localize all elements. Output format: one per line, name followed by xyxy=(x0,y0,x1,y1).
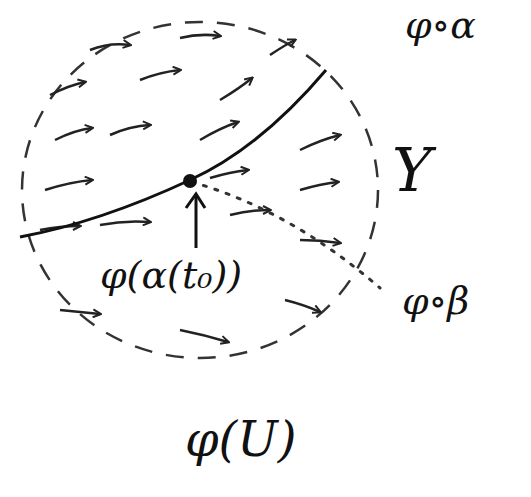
field-label: Y xyxy=(392,140,432,200)
leader-arrow-head xyxy=(186,194,205,208)
curve-alpha xyxy=(20,70,326,237)
region-label: φ(U) xyxy=(185,415,297,463)
point xyxy=(183,174,197,188)
curve-label: φ∘β xyxy=(402,282,469,320)
vector-field xyxy=(40,35,340,342)
leader-arrow xyxy=(195,196,198,248)
point-label: φ(α(t₀)) xyxy=(100,256,242,294)
curve-label: φ∘α xyxy=(405,6,476,44)
